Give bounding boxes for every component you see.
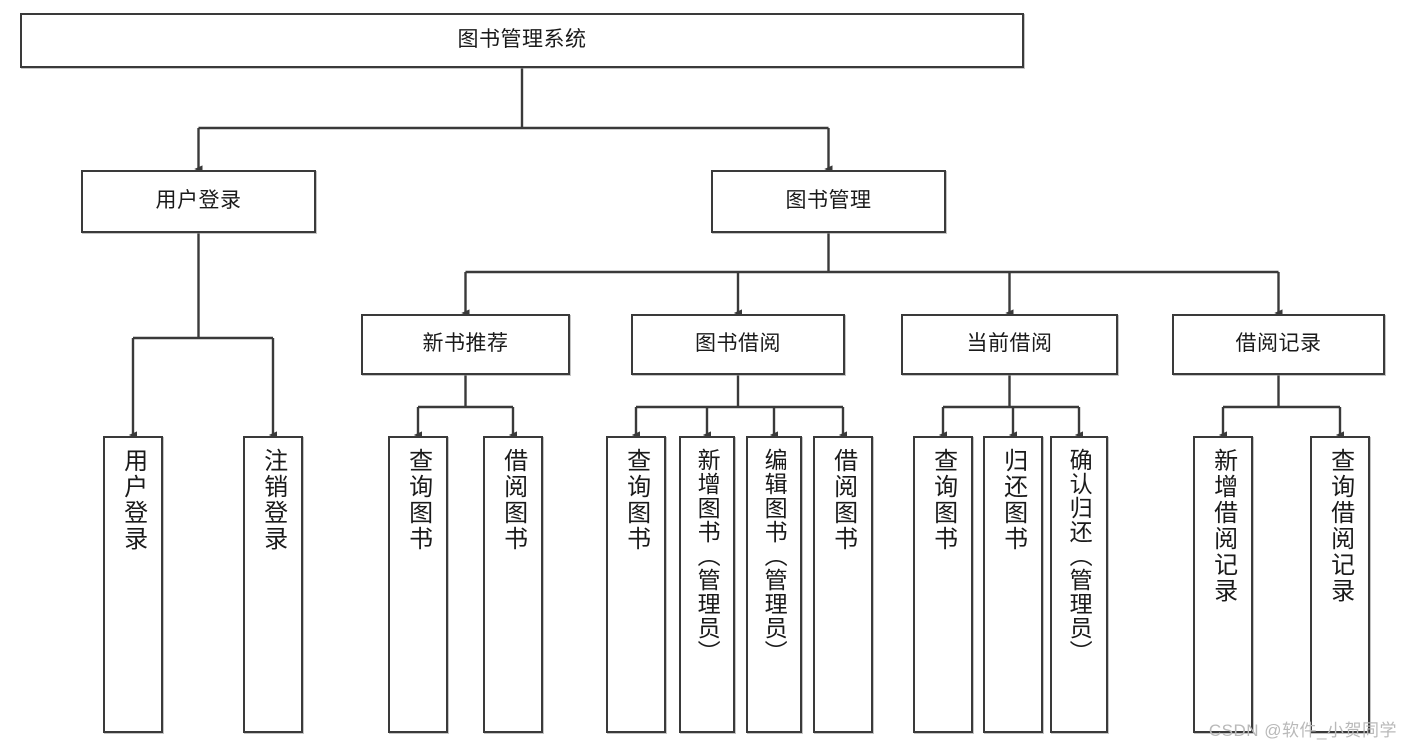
node-borrow-record[interactable]: 借阅记录	[1172, 314, 1385, 375]
node-label-leaf-logout: 注销登录	[259, 448, 287, 552]
node-label-leaf-edit-book: 编辑图书（管理员）	[761, 448, 788, 664]
node-label-book-borrow: 图书借阅	[695, 332, 781, 356]
node-label-leaf-borrow-book-1: 借阅图书	[499, 448, 527, 552]
node-label-leaf-query-book-1: 查询图书	[404, 448, 432, 552]
node-root[interactable]: 图书管理系统	[20, 13, 1024, 68]
node-leaf-edit-book[interactable]: 编辑图书（管理员）	[746, 436, 802, 733]
node-label-leaf-query-book-3: 查询图书	[929, 448, 957, 552]
node-label-leaf-add-record: 新增借阅记录	[1209, 448, 1237, 604]
node-new-book-recommend[interactable]: 新书推荐	[361, 314, 570, 375]
node-label-borrow-record: 借阅记录	[1235, 332, 1322, 356]
node-label-current-borrow: 当前借阅	[966, 332, 1053, 356]
node-current-borrow[interactable]: 当前借阅	[901, 314, 1118, 375]
node-label-new-book-recommend: 新书推荐	[422, 332, 509, 356]
node-leaf-query-book-2[interactable]: 查询图书	[606, 436, 666, 733]
node-leaf-user-login[interactable]: 用户登录	[103, 436, 163, 733]
node-leaf-add-book[interactable]: 新增图书（管理员）	[679, 436, 735, 733]
node-label-root: 图书管理系统	[457, 28, 587, 52]
node-leaf-add-record[interactable]: 新增借阅记录	[1193, 436, 1253, 733]
node-label-user-login: 用户登录	[155, 189, 242, 213]
watermark-text: CSDN @软件_小贺同学	[1208, 721, 1397, 740]
node-label-leaf-user-login: 用户登录	[119, 448, 147, 552]
node-label-leaf-add-book: 新增图书（管理员）	[694, 448, 721, 664]
node-label-leaf-borrow-book-2: 借阅图书	[829, 448, 857, 552]
node-leaf-query-book-1[interactable]: 查询图书	[388, 436, 448, 733]
node-leaf-borrow-book-1[interactable]: 借阅图书	[483, 436, 543, 733]
node-label-book-management: 图书管理	[785, 189, 872, 213]
node-leaf-return-book[interactable]: 归还图书	[983, 436, 1043, 733]
node-leaf-logout[interactable]: 注销登录	[243, 436, 303, 733]
node-label-leaf-return-book: 归还图书	[999, 448, 1027, 552]
node-label-leaf-confirm-return: 确认归还（管理员）	[1066, 448, 1093, 664]
node-leaf-borrow-book-2[interactable]: 借阅图书	[813, 436, 873, 733]
node-label-leaf-query-book-2: 查询图书	[622, 448, 650, 552]
node-user-login[interactable]: 用户登录	[81, 170, 316, 233]
node-leaf-query-book-3[interactable]: 查询图书	[913, 436, 973, 733]
node-book-borrow[interactable]: 图书借阅	[631, 314, 845, 375]
node-label-leaf-query-record: 查询借阅记录	[1326, 448, 1354, 604]
node-leaf-confirm-return[interactable]: 确认归还（管理员）	[1050, 436, 1108, 733]
node-book-management[interactable]: 图书管理	[711, 170, 946, 233]
node-leaf-query-record[interactable]: 查询借阅记录	[1310, 436, 1370, 733]
